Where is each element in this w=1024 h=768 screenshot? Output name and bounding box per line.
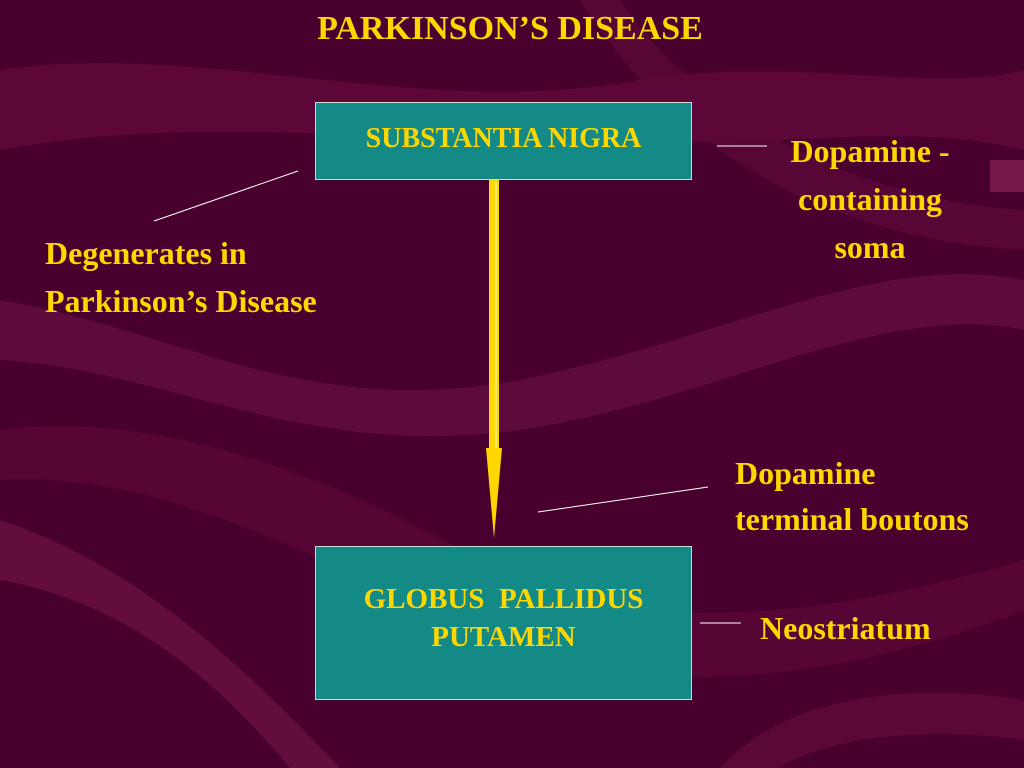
annotation-line: Dopamine (735, 455, 876, 491)
annotation-line: soma (834, 229, 906, 265)
annotation-neostriatum: Neostriatum (760, 604, 931, 652)
globus-pallidus-putamen-box: GLOBUS PALLIDUS PUTAMEN (315, 546, 692, 700)
page-title: PARKINSON’S DISEASE (317, 10, 703, 47)
annotation-line: containing (797, 181, 943, 217)
annotation-dopamine-soma: Dopamine - containing soma (770, 127, 970, 271)
annotation-line: Neostriatum (760, 610, 931, 646)
annotation-degenerates: Degenerates in Parkinson’s Disease (45, 229, 317, 325)
annotation-line: Parkinson’s Disease (45, 283, 317, 319)
annotation-line: Dopamine - (790, 133, 950, 169)
annotation-line: terminal boutons (735, 501, 969, 537)
substantia-nigra-box: SUBSTANTIA NIGRA (315, 102, 692, 180)
putamen-label: PUTAMEN (431, 621, 576, 653)
substantia-nigra-label: SUBSTANTIA NIGRA (365, 123, 642, 154)
annotation-line: Degenerates in (45, 235, 247, 271)
annotation-dopamine-terminal: Dopamine terminal boutons (735, 450, 969, 542)
globus-pallidus-label: GLOBUS PALLIDUS (363, 583, 644, 615)
